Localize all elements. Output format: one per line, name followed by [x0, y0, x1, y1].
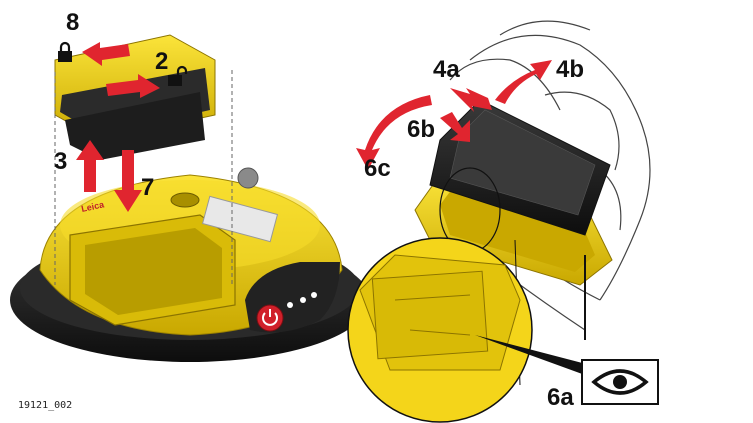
callout-2: 2 [155, 48, 169, 75]
arrow-4b [495, 60, 552, 104]
callout-6b: 6b [407, 116, 436, 143]
arrow-3 [76, 140, 104, 192]
leader-to-eye [475, 335, 590, 375]
battery-pack-left [54, 34, 216, 160]
lock-open-icon [168, 65, 188, 86]
callout-4a: 4a [433, 56, 460, 83]
lock-closed-icon [58, 41, 72, 62]
arrow-6b [440, 112, 470, 142]
eye-check-box [581, 359, 659, 405]
eye-icon [591, 369, 649, 395]
callout-6a: 6a [547, 384, 574, 411]
magnifier-inset [347, 237, 533, 423]
battery-pack-right [429, 99, 611, 236]
arrow-7 [114, 150, 142, 212]
callout-4b: 4b [556, 56, 585, 83]
arrow-8 [82, 42, 130, 66]
arrow-4a [450, 88, 492, 112]
brand-logo: Leica [80, 199, 106, 214]
status-led-1 [287, 302, 293, 308]
arrow-2 [106, 74, 160, 98]
power-icon [262, 309, 278, 326]
hand-illustration [449, 20, 651, 331]
type-label-plate [201, 195, 279, 243]
status-led-2 [300, 297, 306, 303]
figure-id: 19121_002 [18, 400, 73, 411]
antenna-connector [237, 167, 259, 189]
arrow-6c [356, 95, 432, 170]
status-led-3 [311, 292, 317, 298]
receiver-device: Leica [10, 167, 370, 362]
callout-7: 7 [141, 174, 155, 201]
callout-6c: 6c [364, 155, 391, 182]
power-button[interactable] [256, 304, 284, 332]
callout-8: 8 [66, 9, 80, 36]
callout-3: 3 [54, 148, 68, 175]
mount-thread [170, 192, 200, 208]
